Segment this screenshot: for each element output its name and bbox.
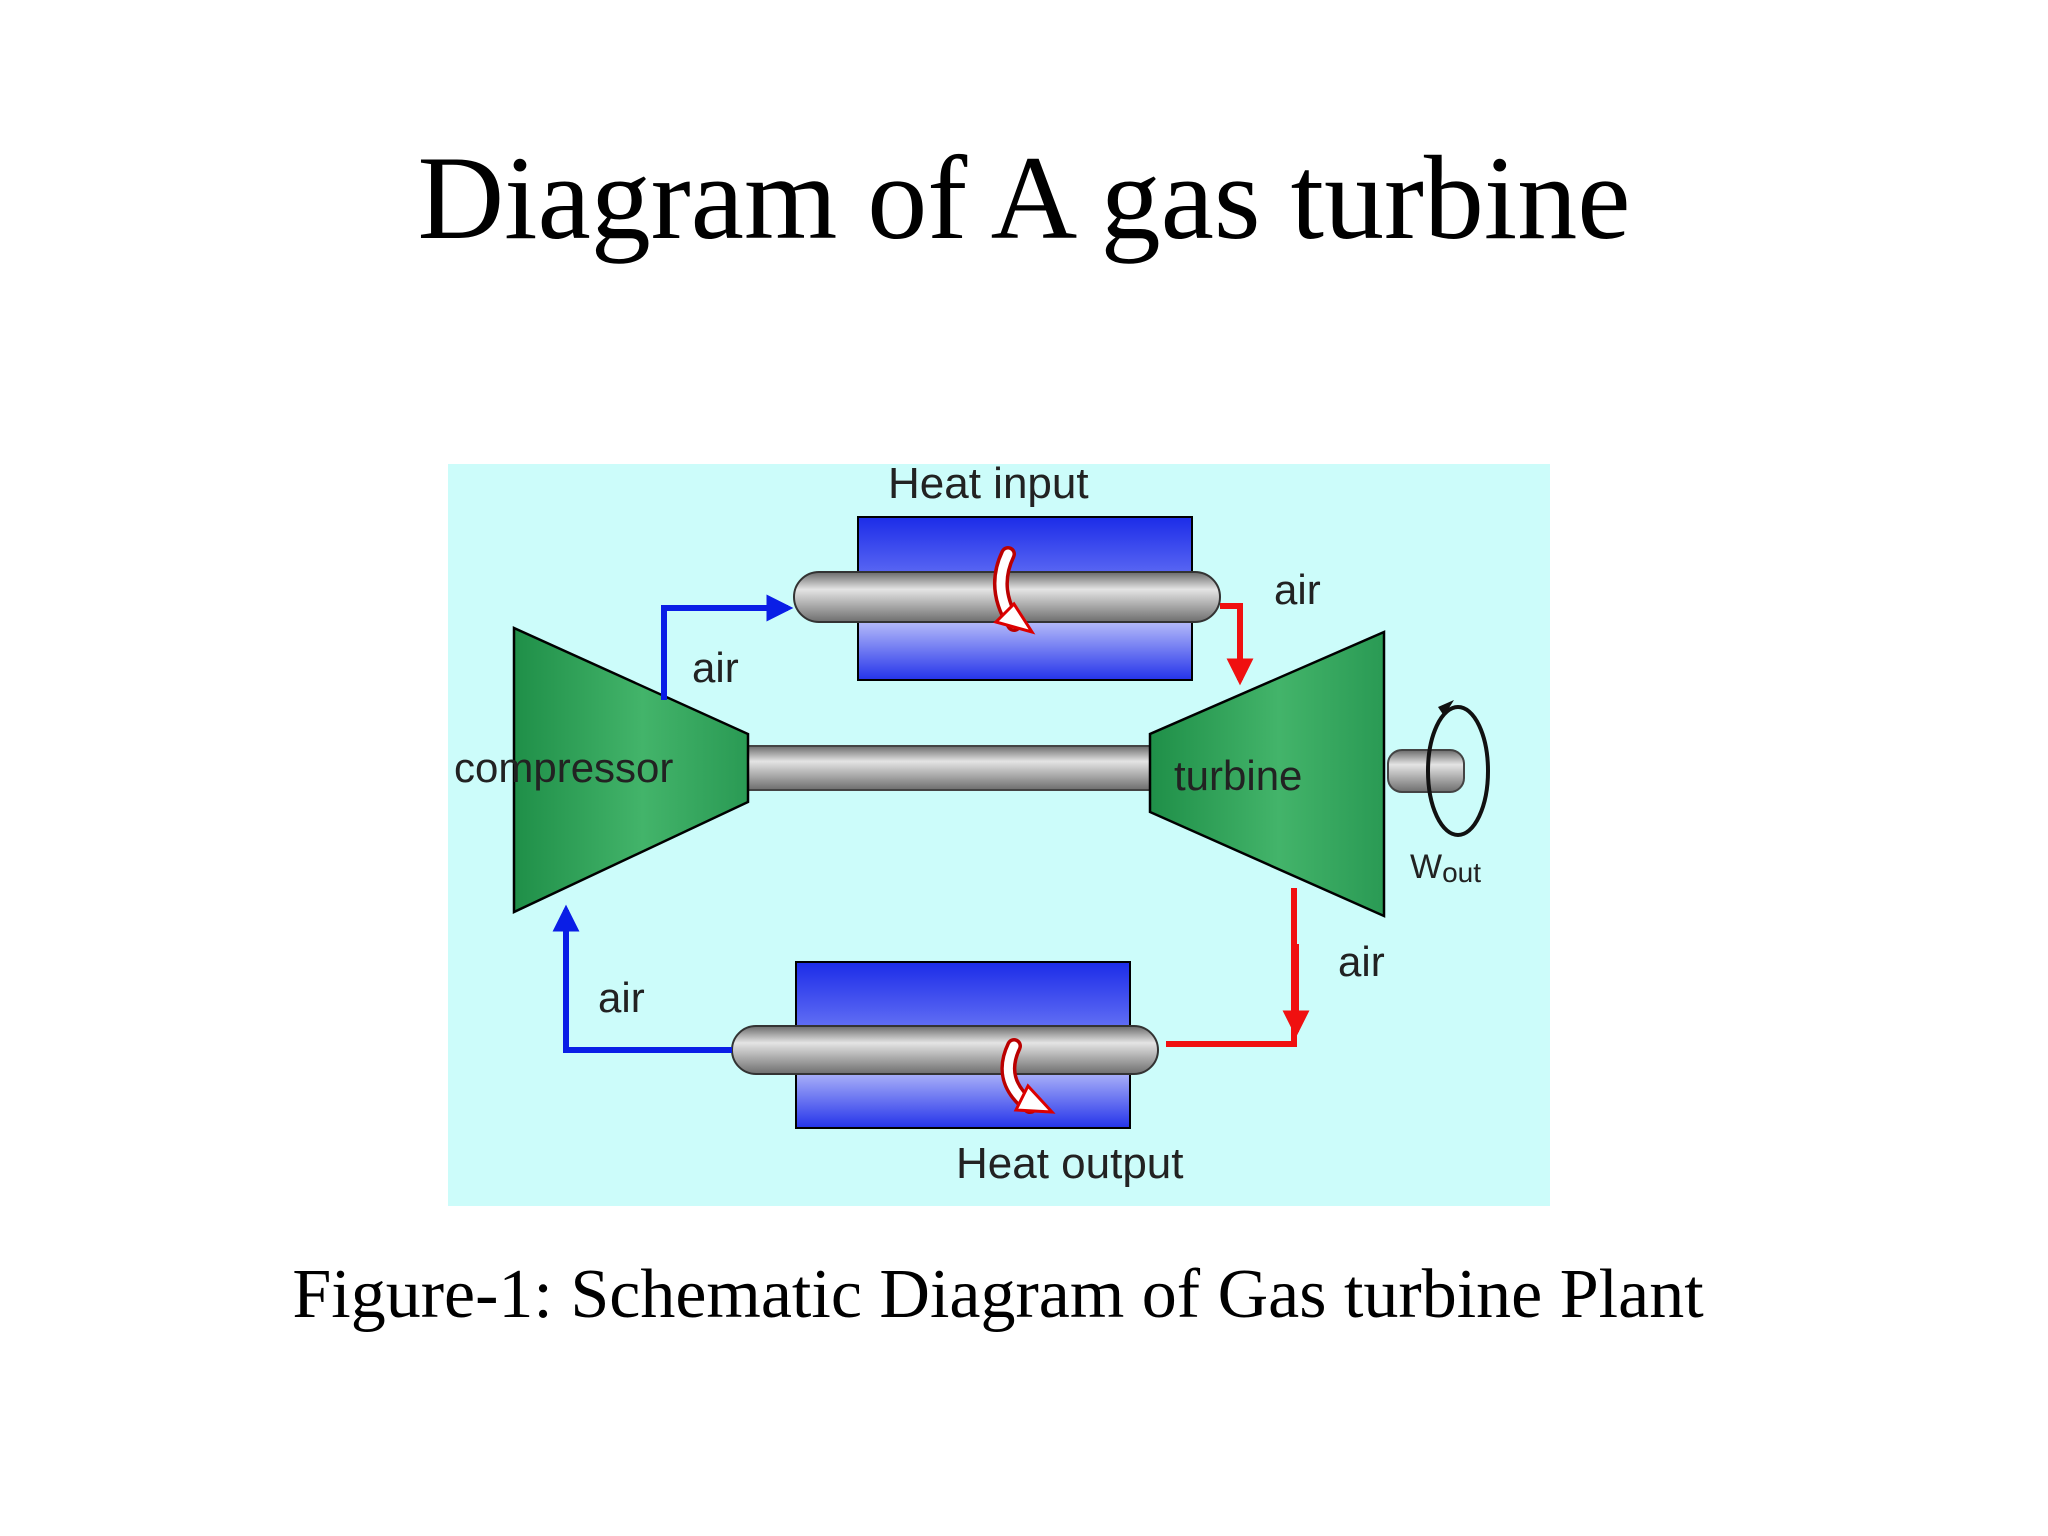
air-label: air — [1338, 938, 1385, 985]
air-flow-arrow — [1220, 603, 1254, 686]
slide-title: Diagram of A gas turbine — [417, 131, 1631, 264]
air-label: air — [1274, 566, 1321, 613]
turbine-label: turbine — [1174, 752, 1302, 799]
air-label: air — [692, 644, 739, 691]
air-label: air — [598, 974, 645, 1021]
air-flow-arrow — [552, 904, 732, 1053]
heat-input-exchanger — [793, 516, 1221, 681]
rotation-icon — [1426, 700, 1490, 837]
gas-turbine-diagram: Heat input Heat output compressor turbin… — [448, 464, 1550, 1206]
work-symbol: W — [1410, 848, 1442, 886]
heat-input-label: Heat input — [888, 464, 1089, 508]
heat-output-label: Heat output — [956, 1139, 1184, 1188]
compressor — [512, 626, 750, 914]
heat-output-exchanger — [731, 961, 1159, 1129]
shaft — [743, 745, 1169, 791]
turbine — [1148, 630, 1386, 918]
heat-output-arrow-icon — [1000, 1038, 1056, 1114]
compressor-label: compressor — [454, 744, 673, 791]
heat-input-arrow-icon — [992, 546, 1036, 635]
air-flow-arrow — [661, 594, 794, 700]
work-subscript: out — [1442, 857, 1481, 888]
air-flow-arrow — [1166, 888, 1297, 1047]
figure-caption: Figure-1: Schematic Diagram of Gas turbi… — [292, 1256, 1704, 1333]
work-output-label: Wout — [1410, 848, 1481, 888]
